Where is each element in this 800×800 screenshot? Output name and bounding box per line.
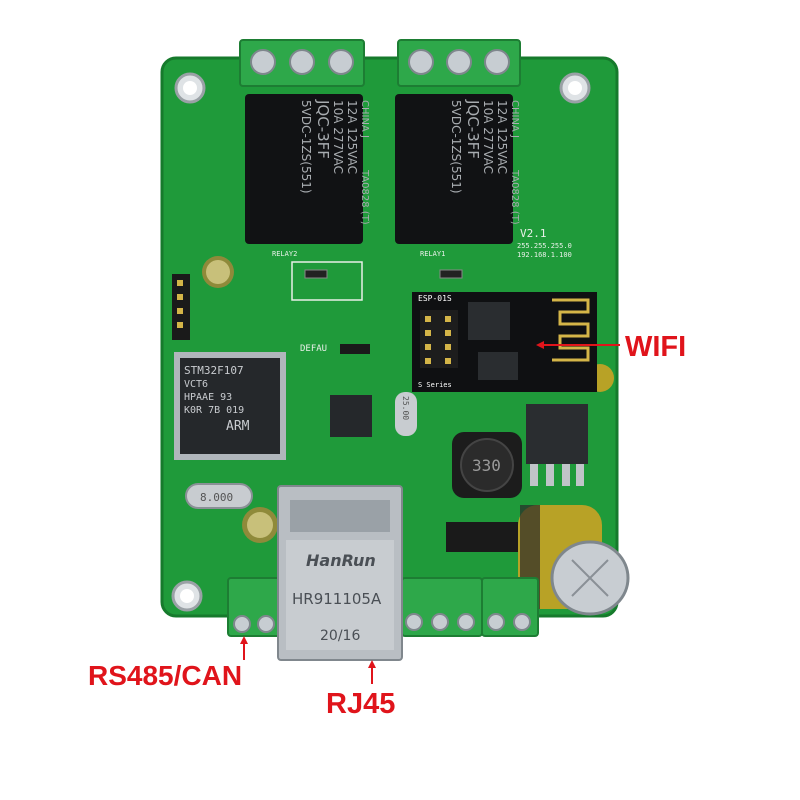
relay-2: JQC-3FF 5VDC-1ZS(551) 10A 277VAC 12A 125… bbox=[245, 94, 370, 244]
relay2-origin: CHINA J bbox=[359, 100, 370, 138]
mcu-line3: HPAAE 93 bbox=[184, 392, 232, 403]
terminal-block-top-left bbox=[239, 39, 365, 87]
pin-header-left bbox=[172, 274, 190, 340]
crystal-8mhz: 8.000 bbox=[185, 483, 253, 509]
inductor-label: 330 bbox=[472, 456, 501, 475]
relay2-rating1: 10A 277VAC bbox=[331, 100, 345, 174]
board-ip: 192.168.1.100 bbox=[517, 251, 572, 259]
relay1-rating1: 10A 277VAC bbox=[481, 100, 495, 174]
jumper-block bbox=[446, 522, 518, 552]
mcu-line4: K0R 7B 019 bbox=[184, 405, 244, 416]
relay-1: JQC-3FF 5VDC-1ZS(551) 10A 277VAC 12A 125… bbox=[395, 94, 520, 244]
relay1-silkscreen: RELAY1 bbox=[420, 250, 445, 258]
wifi-module-label: ESP-01S bbox=[418, 294, 452, 303]
crystal2-label: 25.00 bbox=[401, 396, 410, 420]
relay2-rating2: 12A 125VAC bbox=[345, 100, 359, 174]
relay2-silkscreen: RELAY2 bbox=[272, 250, 297, 258]
terminal-block-bottom-mid bbox=[401, 577, 483, 637]
terminal-block-rs485 bbox=[227, 577, 281, 637]
crystal-label: 8.000 bbox=[200, 491, 233, 504]
relay1-origin: CHINA J bbox=[509, 100, 520, 138]
terminal-block-bottom-right bbox=[481, 577, 539, 637]
relay1-coil: 5VDC-1ZS(551) bbox=[449, 100, 463, 194]
crystal-25mhz bbox=[395, 392, 417, 436]
capacitor-mid-left bbox=[242, 507, 278, 543]
callout-arrows bbox=[240, 341, 620, 684]
relay1-code: TA0828 (T) bbox=[509, 169, 520, 225]
voltage-regulator bbox=[526, 404, 588, 486]
diode-2 bbox=[439, 269, 463, 279]
wifi-header-pins bbox=[420, 310, 458, 368]
inductor: 330 bbox=[452, 432, 522, 498]
silk-box-drivers bbox=[291, 261, 363, 301]
rj45-model: HR911105A bbox=[292, 590, 382, 608]
ethernet-phy-chip bbox=[330, 395, 372, 437]
board-netmask: 255.255.255.0 bbox=[517, 242, 572, 250]
board-version: V2.1 bbox=[520, 227, 547, 240]
relay1-model: JQC-3FF bbox=[464, 99, 482, 159]
relay2-code: TA0828 (T) bbox=[359, 169, 370, 225]
diode bbox=[304, 269, 328, 279]
wifi-module: ESP-01S S Series bbox=[412, 292, 597, 392]
mcu-brand: ARM bbox=[226, 419, 250, 434]
wifi-callout: WIFI bbox=[625, 331, 687, 363]
mcu-line2: VCT6 bbox=[184, 379, 208, 390]
rj45-jack: HanRun HR911105A 20/16 bbox=[277, 485, 403, 661]
rj45-date: 20/16 bbox=[320, 628, 360, 644]
relay2-model: JQC-3FF bbox=[314, 99, 332, 159]
wifi-series-label: S Series bbox=[418, 381, 452, 389]
rj45-callout: RJ45 bbox=[326, 688, 396, 720]
relay2-coil: 5VDC-1ZS(551) bbox=[299, 100, 313, 194]
rs485-can-callout: RS485/CAN bbox=[88, 660, 243, 691]
relay1-rating2: 12A 125VAC bbox=[495, 100, 509, 174]
terminal-block-top-right bbox=[397, 39, 521, 87]
capacitor-top-left bbox=[202, 256, 234, 288]
mcu-line1: STM32F107 bbox=[184, 364, 244, 377]
default-jumper bbox=[340, 344, 370, 354]
mcu-chip: STM32F107 VCT6 HPAAE 93 K0R 7B 019 ARM bbox=[174, 352, 286, 460]
rj45-brand: HanRun bbox=[306, 551, 376, 570]
mounting-holes bbox=[171, 72, 591, 612]
default-label: DEFAU bbox=[300, 344, 327, 354]
